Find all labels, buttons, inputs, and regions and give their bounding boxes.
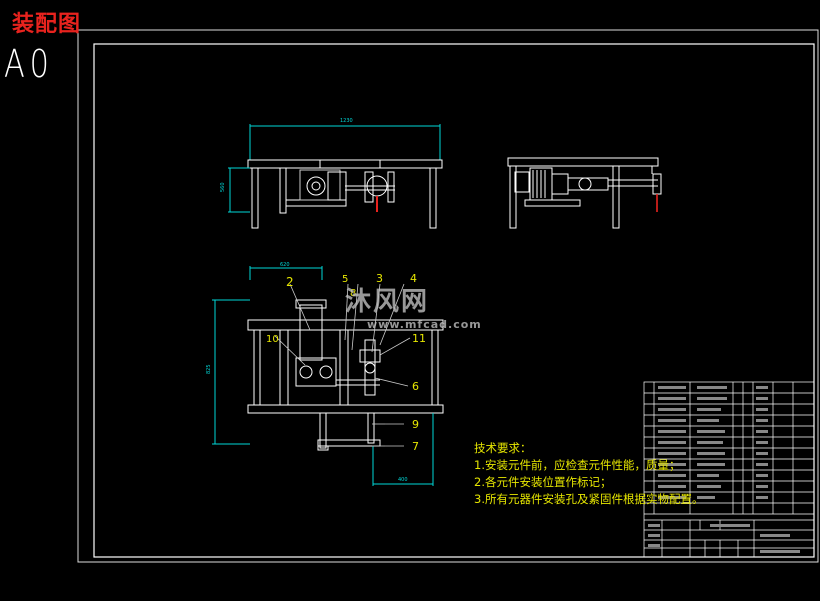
balloon-5: 5 <box>342 274 348 285</box>
technical-requirements: 技术要求： 1.安装元件前，应检查元件性能，质量； 2.各元件安装位置作标记； … <box>474 440 703 508</box>
note-item: 2.各元件安装位置作标记； <box>474 475 612 489</box>
balloon-3: 3 <box>376 272 383 285</box>
front-view <box>212 266 444 486</box>
side-view <box>507 157 662 229</box>
balloon-7: 7 <box>412 440 419 453</box>
balloon-2: 2 <box>286 275 294 289</box>
top-view <box>228 124 443 229</box>
parts-list-fill <box>648 386 800 553</box>
balloon-8: 8 <box>350 288 356 299</box>
note-item: 1.安装元件前，应检查元件性能，质量； <box>474 458 681 472</box>
note-item: 3.所有元器件安装孔及紧固件根据实物配置。 <box>474 492 704 506</box>
drawing-title: 装配图 <box>12 12 82 37</box>
parts-list <box>643 381 815 558</box>
sheet-border <box>77 29 819 563</box>
balloon-10: 10 <box>266 334 279 345</box>
dim-front-height: 825 <box>206 364 212 374</box>
sheet-size-label: A0 <box>4 42 54 86</box>
dim-top-height: 560 <box>220 182 226 192</box>
dim-top-width: 1230 <box>340 118 353 124</box>
dim-base-width: 400 <box>398 477 408 483</box>
leader-lines <box>274 283 411 447</box>
dim-front-width: 620 <box>280 262 290 268</box>
watermark-brand: 沐风网 <box>345 287 430 317</box>
notes-heading: 技术要求： <box>474 441 532 455</box>
balloon-6: 6 <box>412 380 419 393</box>
watermark-url: www.mfcad.com <box>367 318 482 331</box>
watermark: 沐风网 www.mfcad.com <box>345 281 482 331</box>
drawing-frame <box>93 43 815 558</box>
balloon-11: 11 <box>412 332 426 345</box>
balloon-4: 4 <box>410 272 417 285</box>
balloon-9: 9 <box>412 418 419 431</box>
